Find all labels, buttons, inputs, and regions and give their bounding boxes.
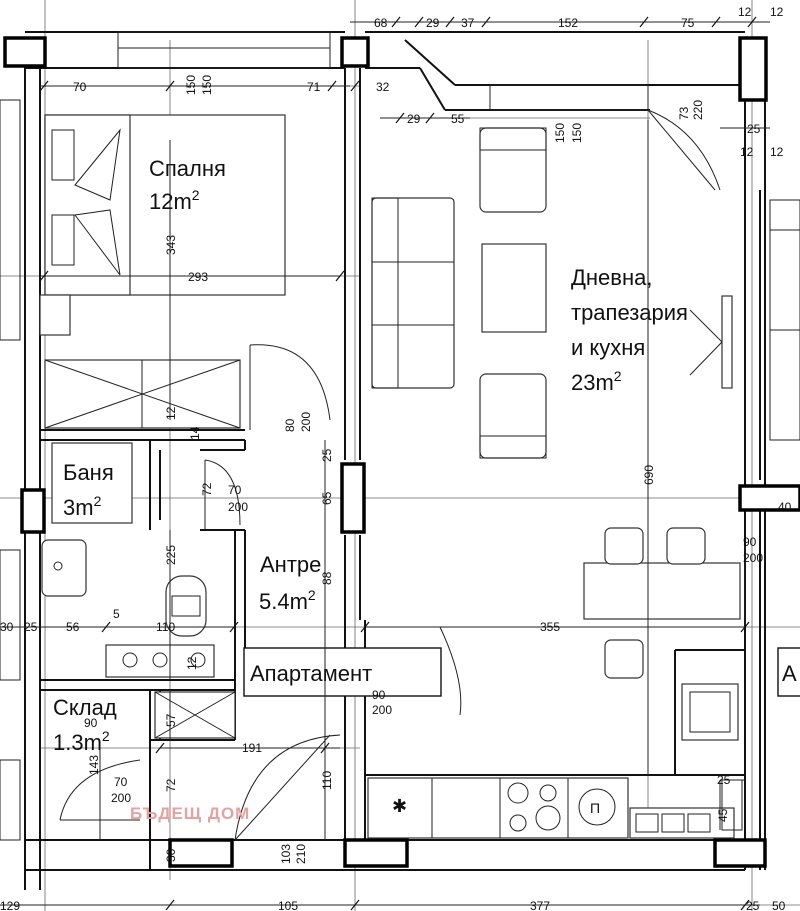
dimension-label: 12	[770, 145, 784, 159]
dimension-label: 143	[87, 755, 101, 775]
hall-area: 5.4m2	[259, 587, 316, 614]
dimension-label: 12	[164, 406, 178, 420]
walls	[24, 31, 800, 890]
room-labels: Спалня 12m2 Дневна, трапезария и кухня 2…	[53, 156, 800, 823]
dining-table	[583, 562, 741, 620]
dimension-label: 293	[188, 270, 208, 284]
dimension-label: 73	[677, 106, 691, 120]
dimension-label: 57	[164, 713, 178, 727]
dimension-label: 30	[0, 620, 14, 634]
dimension-label: 37	[461, 16, 475, 30]
dimension-label: 110	[320, 771, 334, 790]
neighbour-apartment-label: А	[782, 661, 797, 686]
dimension-label: 12	[738, 5, 752, 19]
dimension-label: 12	[770, 5, 784, 19]
dimension-label: 200	[299, 412, 313, 432]
dimension-label: 225	[164, 545, 178, 565]
dimension-label: 200	[743, 551, 763, 565]
bedroom-name: Спалня	[149, 156, 226, 181]
dimension-label: 12	[185, 656, 199, 670]
dimension-label: 25	[746, 899, 760, 911]
dimension-label: 72	[200, 482, 214, 496]
dimension-label: 29	[426, 16, 440, 30]
kitchen-counter	[367, 777, 629, 839]
dimension-label: 55	[451, 112, 465, 126]
dimension-label: 355	[540, 620, 560, 634]
dimension-label: 343	[164, 235, 178, 255]
dimension-label: 690	[642, 465, 656, 485]
armchair	[479, 127, 547, 213]
sofa	[371, 197, 455, 389]
dimension-label: 152	[558, 16, 578, 30]
dimension-label: 90	[372, 688, 386, 702]
watermark: БЪДЕЩ ДОМ	[130, 804, 250, 823]
toilet	[165, 575, 207, 637]
dimension-label: 5	[113, 607, 120, 621]
bathroom-name: Баня	[63, 460, 114, 485]
dimension-label: 105	[278, 899, 298, 911]
dimension-label: 40	[778, 500, 792, 514]
dimension-label: 70	[228, 483, 242, 497]
dimension-label: 90	[743, 535, 757, 549]
living-room-line-3: и кухня	[571, 335, 645, 360]
dimension-label: 88	[320, 571, 334, 585]
dimension-label: 150	[184, 75, 198, 95]
dimension-label: 150	[553, 123, 567, 143]
structural-columns	[3, 36, 800, 868]
dimension-label: 25	[717, 773, 731, 787]
oven-symbol: П	[590, 800, 600, 816]
dimension-label: 30	[164, 848, 178, 862]
dimension-text: 68 29 37 152 75 12 12 150 150 70 71 32 2…	[0, 5, 792, 911]
dimension-label: 90	[84, 716, 98, 730]
storage-area: 1.3m2	[53, 728, 110, 755]
dimension-label: 50	[772, 899, 786, 911]
dimension-label: 29	[407, 112, 421, 126]
bathroom-area: 3m2	[63, 493, 102, 520]
dimension-label: 200	[372, 703, 392, 717]
dimension-label: 25	[747, 122, 761, 136]
living-room-line-2: трапезария	[571, 300, 688, 325]
storage-name: Склад	[53, 695, 117, 720]
dimension-label: 191	[242, 741, 262, 755]
dimension-label: 75	[681, 16, 695, 30]
dimension-label: 150	[570, 123, 584, 143]
dimension-label: 25	[320, 448, 334, 462]
furniture: П ✱	[0, 99, 800, 841]
dimension-label: 25	[24, 620, 38, 634]
hall-name: Антре	[260, 552, 321, 577]
dimension-label: 80	[283, 418, 297, 432]
dimension-label: 129	[0, 899, 20, 911]
apartment-label-box	[243, 647, 442, 697]
dimension-label: 150	[200, 75, 214, 95]
living-room-line-1: Дневна,	[571, 265, 652, 290]
dimension-label: 72	[164, 778, 178, 792]
dimension-label: 70	[114, 775, 128, 789]
dimension-label: 110	[156, 620, 175, 634]
dimension-label: 32	[376, 80, 390, 94]
dimension-label: 200	[228, 500, 248, 514]
dimension-label: 65	[320, 491, 334, 505]
dimension-label: 200	[111, 791, 131, 805]
dimension-label: 14	[188, 426, 202, 440]
dimension-lines	[0, 21, 770, 906]
extractor-symbol: ✱	[392, 796, 407, 816]
dimension-label: 377	[530, 899, 550, 911]
dimension-label: 45	[716, 808, 730, 822]
dimension-label: 68	[374, 16, 388, 30]
dimension-label: 56	[66, 620, 80, 634]
dimension-label: 220	[691, 100, 705, 120]
apartment-label: Апартамент	[250, 661, 372, 686]
living-room-area: 23m2	[571, 368, 622, 395]
dimension-label: 210	[294, 844, 308, 864]
dimension-label: 71	[307, 80, 321, 94]
dimension-label: 70	[73, 80, 87, 94]
shower	[51, 442, 133, 524]
armchair	[479, 373, 547, 459]
dimension-label: 12	[740, 145, 754, 159]
dimension-ticks	[39, 16, 757, 911]
dimension-label: 103	[279, 844, 293, 864]
